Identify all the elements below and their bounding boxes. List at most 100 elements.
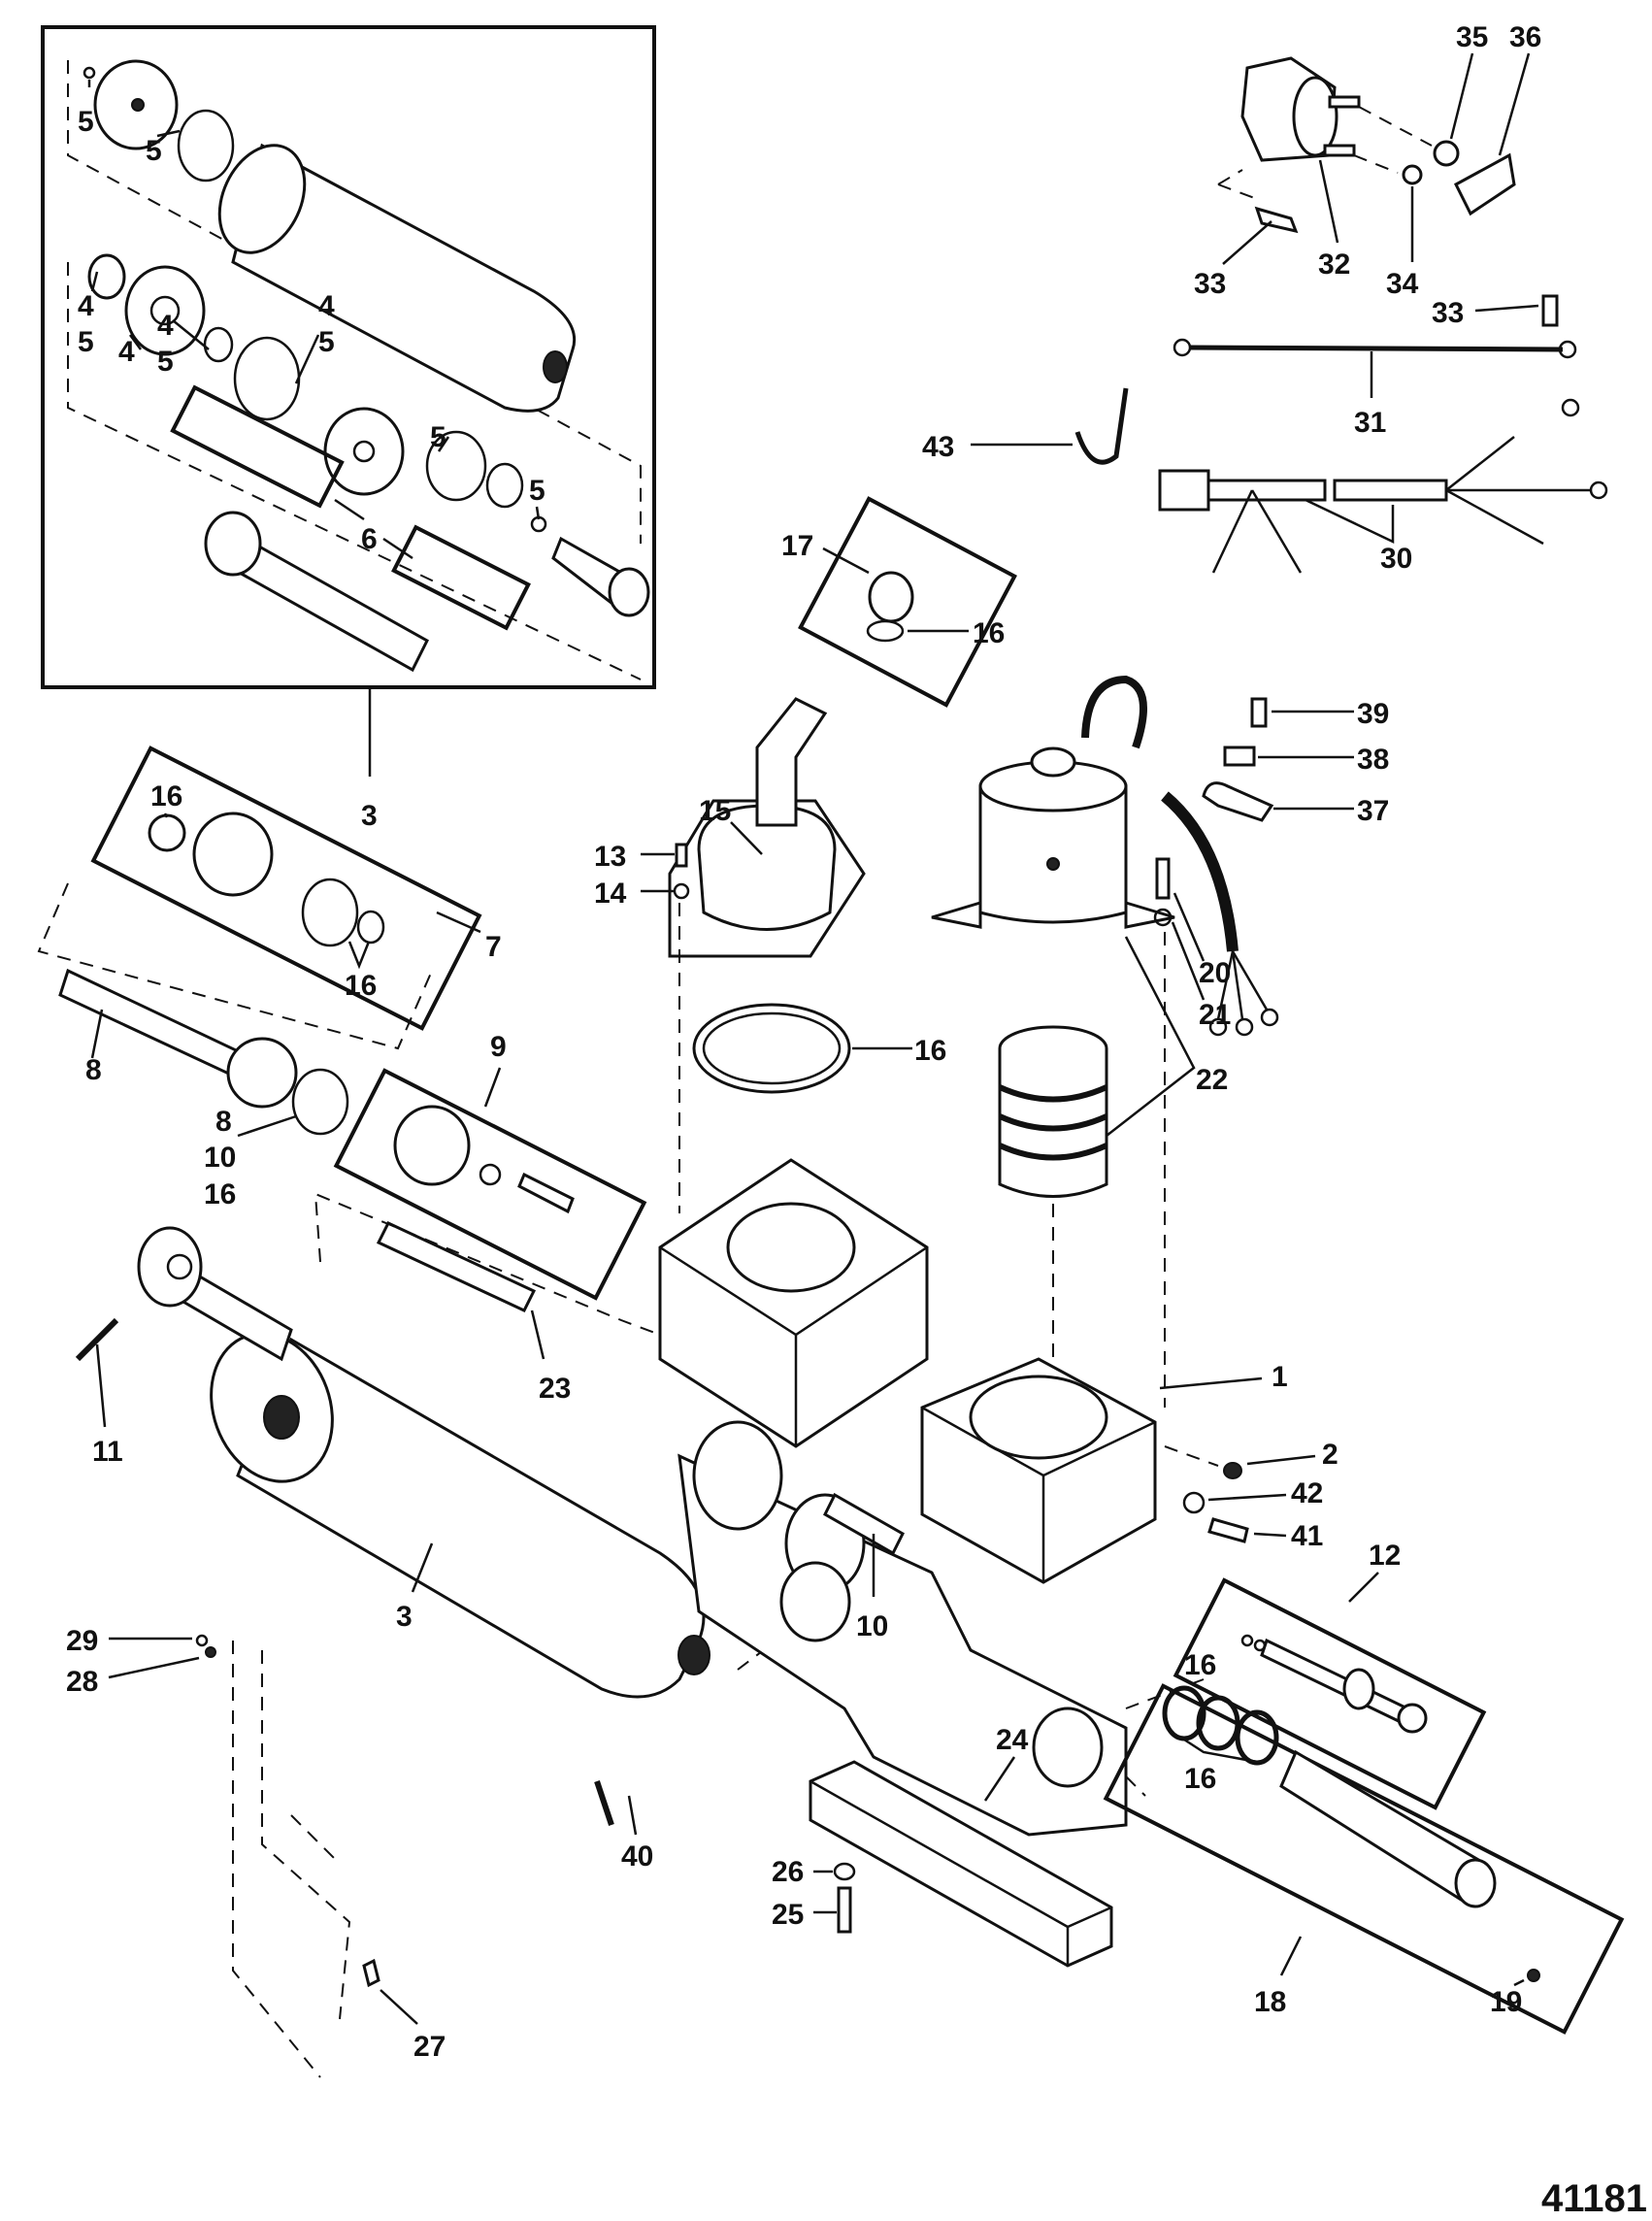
washer-34: [1402, 164, 1423, 185]
leader-3b: [411, 1542, 434, 1593]
transom-bracket-group: [108, 1634, 418, 2078]
callout-4: 4: [78, 290, 94, 322]
leader-40: [627, 1795, 638, 1836]
solenoid-stud-b: [1323, 144, 1356, 157]
cable-31: [1188, 345, 1564, 352]
motor-cable-loop: [1081, 675, 1147, 749]
callout-21: 21: [1199, 999, 1231, 1031]
check-valve-kit-box: [333, 1068, 647, 1301]
screw-33b: [1541, 294, 1559, 327]
o-ring-16d: [356, 910, 385, 945]
callout-3: 3: [361, 800, 378, 832]
housing-side-port: [692, 1420, 783, 1531]
j-clip-38: [1223, 746, 1256, 767]
callout-16: 16: [973, 617, 1005, 649]
leader-30: [1305, 498, 1395, 544]
leader-20: [1173, 892, 1206, 962]
spool-end: [1454, 1858, 1497, 1908]
o-ring-8: [291, 1068, 349, 1136]
guide-2: [1164, 1445, 1219, 1467]
manual-release-kit-box: [90, 746, 482, 1031]
trim-rod-eye-hole: [166, 1253, 193, 1280]
pin-10: [823, 1492, 905, 1556]
callout-38: 38: [1357, 744, 1389, 776]
lockwasher-21: [1153, 908, 1173, 927]
o-ring-16-inner: [702, 1011, 842, 1085]
lockwasher-14: [673, 882, 690, 900]
anode-group: [809, 1756, 1113, 1968]
spool-kit-box: [1103, 1683, 1625, 2035]
callout-5: 5: [157, 346, 174, 378]
callout-16: 16: [1184, 1763, 1216, 1795]
cylinder-tube-mouth: [217, 144, 307, 254]
leader-8a: [90, 1009, 104, 1059]
guide-lower: [67, 262, 642, 680]
trim-cylinder-gland: [263, 1395, 300, 1440]
check-valve-ball: [479, 1163, 502, 1186]
harness-wire-c: [1445, 488, 1544, 546]
o-ring-3: [425, 430, 487, 502]
end-cap-hole: [131, 98, 145, 112]
valve-kit-box-b: [391, 524, 531, 631]
callout-10: 10: [856, 1610, 888, 1642]
figure-number: 41181: [1541, 2177, 1647, 2220]
washer: [485, 462, 524, 509]
callout-1: 1: [1272, 1361, 1288, 1393]
leader-32: [1318, 159, 1339, 244]
screw-39: [1250, 697, 1268, 728]
motor-lead-a: [1216, 950, 1235, 1020]
fill-plug-o-ring: [866, 619, 905, 643]
tiny-o-ring: [530, 515, 547, 533]
callout-5: 5: [146, 135, 162, 167]
leader-35: [1449, 52, 1474, 140]
solenoid-face: [1292, 76, 1338, 157]
callout-43: 43: [922, 431, 954, 463]
fill-plug-kit-box: [798, 496, 1017, 708]
motor-terminal: [1030, 746, 1076, 778]
callout-5: 5: [529, 475, 545, 507]
callout-28: 28: [66, 1666, 98, 1698]
leader-42: [1207, 1493, 1287, 1502]
callout-31: 31: [1354, 407, 1386, 439]
cylinder-kit-frame: [41, 25, 656, 689]
valve-o-ring-b: [1253, 1639, 1267, 1652]
fill-plug-kit-group: [798, 496, 1017, 708]
callout-36: 36: [1509, 21, 1541, 53]
cover-36: [1454, 152, 1516, 216]
leader-16d: [347, 941, 371, 970]
nut-29: [195, 1634, 209, 1647]
o-ring-16: [692, 1003, 851, 1094]
callout-33: 33: [1194, 268, 1226, 300]
spool-kit-group: [1103, 1683, 1625, 2035]
callout-labels: 5 5 4 5 4 4 5 4 5 5 5 6 3 35 36 33 32 34…: [66, 21, 1647, 2220]
leader-4d: [294, 334, 320, 384]
pump-bore: [969, 1375, 1108, 1460]
guide-stud-b: [1353, 154, 1399, 174]
plug-2: [1223, 1462, 1242, 1479]
leader-2: [1246, 1454, 1316, 1466]
callout-25: 25: [772, 1899, 804, 1931]
callout-18: 18: [1254, 1986, 1286, 2018]
motor-rivet: [1046, 857, 1060, 871]
callout-41: 41: [1291, 1520, 1323, 1552]
valve-assembly-box: [1173, 1577, 1487, 1810]
reservoir-bore: [726, 1202, 856, 1293]
small-o-ring-2: [203, 326, 234, 363]
manual-release-valve: [192, 812, 274, 897]
guide-33a: [1217, 169, 1243, 185]
callout-6: 6: [361, 523, 378, 555]
shaft-8-collar: [226, 1037, 298, 1109]
harness-sheath-b: [1333, 479, 1448, 502]
leader-15: [730, 821, 763, 855]
cylinder-kit-group: [41, 25, 656, 777]
leader-36: [1498, 52, 1531, 156]
callout-5: 5: [78, 106, 94, 138]
leader-33b: [1474, 304, 1539, 313]
leader-4c: [172, 319, 210, 350]
leader-24: [983, 1756, 1016, 1802]
sta-strap-43: [1074, 387, 1129, 465]
leader-5f: [437, 436, 450, 452]
leader-4a: [90, 271, 99, 292]
washer-42: [1182, 1491, 1206, 1514]
motor-ring-c: [1260, 1008, 1279, 1027]
